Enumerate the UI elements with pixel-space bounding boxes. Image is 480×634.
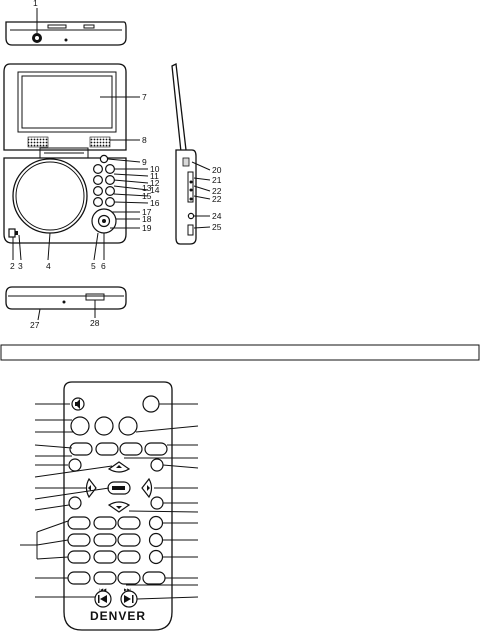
- callout-25: 25: [212, 222, 222, 232]
- callout-18: 18: [142, 214, 152, 224]
- player-side-view: 20 21 22 22 24 25: [171, 63, 222, 245]
- callout-7: 7: [142, 92, 147, 102]
- disc-lid: [12, 158, 88, 234]
- callout-14: 14: [150, 185, 160, 195]
- callout-5: 5: [91, 261, 96, 271]
- callout-24: 24: [212, 211, 222, 221]
- callout-19: 19: [142, 223, 152, 233]
- power-button: [142, 395, 160, 413]
- right-speaker-grille: [89, 136, 111, 148]
- prev-caption: I◀◀: [99, 587, 107, 592]
- callout-3: 3: [18, 261, 23, 271]
- left-speaker-grille: [27, 136, 49, 148]
- player-bottom-view: 27 28: [5, 286, 127, 330]
- callout-17: 17: [142, 207, 152, 217]
- next-caption: ▶▶I: [124, 587, 131, 592]
- callout-2: 2: [10, 261, 15, 271]
- callout-22a: 22: [212, 186, 222, 196]
- callout-9: 9: [142, 157, 147, 167]
- callout-28: 28: [90, 318, 100, 328]
- callout-12: 12: [150, 178, 160, 188]
- callout-13: 13: [142, 183, 152, 193]
- remote-control: I◀◀ ▶▶I DENVER: [20, 381, 199, 631]
- callout-20: 20: [212, 165, 222, 175]
- callout-16: 16: [150, 198, 160, 208]
- section-header-box: [0, 344, 480, 361]
- lcd-screen: [17, 71, 117, 133]
- player-top-view: [5, 8, 127, 46]
- player-buttons: [91, 154, 117, 234]
- remote-dpad: [85, 461, 153, 513]
- callout-1: 1: [33, 0, 38, 8]
- callout-4: 4: [46, 261, 51, 271]
- remote-number-pad: [67, 515, 166, 585]
- callout-21: 21: [212, 175, 222, 185]
- callout-10: 10: [150, 164, 160, 174]
- callout-22b: 22: [212, 194, 222, 204]
- brand-logo: DENVER: [90, 609, 146, 623]
- player-front-view: 1 7 8 9 10 11 12 13 14 15 16 17 18 19 2 …: [3, 0, 160, 271]
- callout-15: 15: [142, 191, 152, 201]
- callout-8: 8: [142, 135, 147, 145]
- callout-27: 27: [30, 320, 40, 330]
- callout-6: 6: [101, 261, 106, 271]
- callout-11: 11: [150, 171, 159, 181]
